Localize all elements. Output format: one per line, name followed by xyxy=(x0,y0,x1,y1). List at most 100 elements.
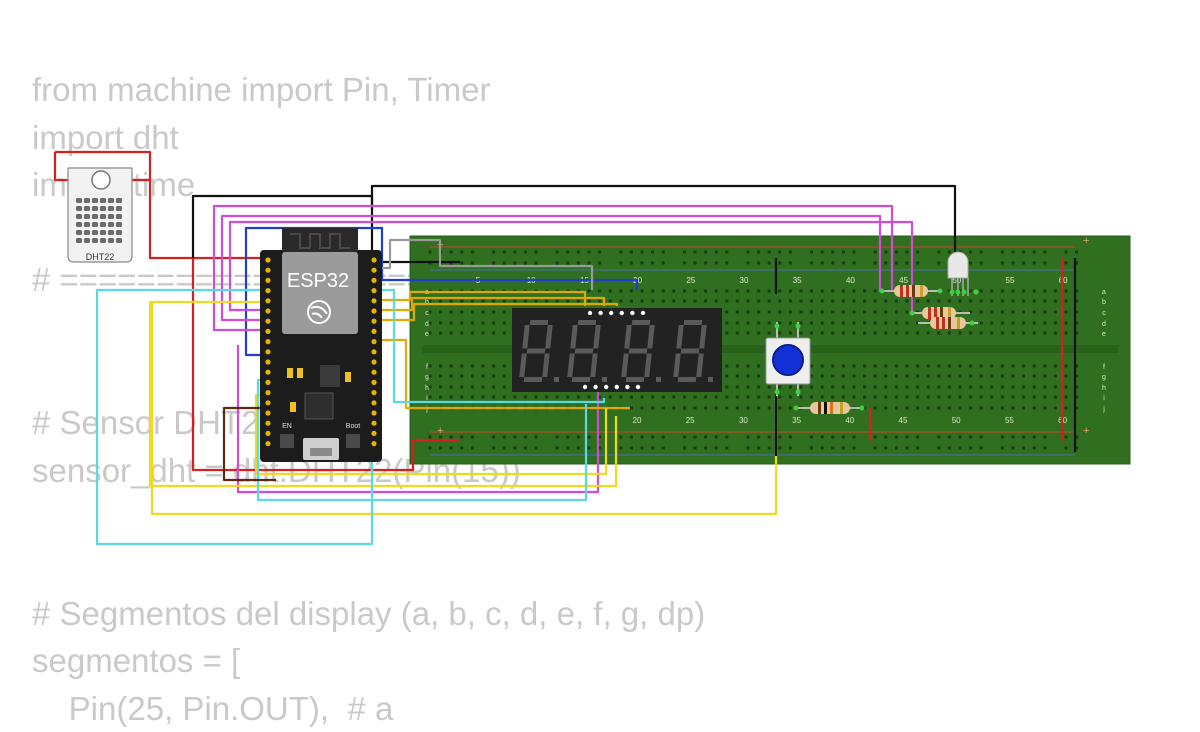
breadboard-hole xyxy=(651,299,655,303)
breadboard-hole xyxy=(810,289,814,293)
breadboard-hole xyxy=(852,385,856,389)
breadboard-hole xyxy=(682,289,686,293)
breadboard-hole xyxy=(799,331,803,335)
esp32-pin-left xyxy=(265,257,271,263)
breadboard-hole xyxy=(598,289,602,293)
breadboard-hole xyxy=(799,395,803,399)
vent-slot xyxy=(84,214,90,219)
boot-button[interactable] xyxy=(346,434,360,448)
wire-blue-1[interactable] xyxy=(244,226,639,357)
button-cap[interactable] xyxy=(772,344,804,376)
breadboard-hole xyxy=(1000,406,1004,410)
breadboard-hole xyxy=(1043,364,1047,368)
wire-gold-3[interactable] xyxy=(378,302,619,322)
wire-gold-1[interactable] xyxy=(378,290,587,306)
breadboard-hole xyxy=(979,310,983,314)
rail-hole xyxy=(682,261,686,265)
segment xyxy=(577,320,597,325)
rail-hole xyxy=(682,435,686,439)
segment xyxy=(522,325,530,349)
push-button[interactable] xyxy=(765,322,811,396)
row-letter: d xyxy=(1102,321,1106,328)
rail-hole xyxy=(1022,261,1026,265)
rail-hole xyxy=(449,446,453,450)
breadboard-hole xyxy=(841,331,845,335)
breadboard-hole xyxy=(1064,406,1068,410)
wire-gold-4[interactable] xyxy=(378,338,630,410)
breadboard-hole xyxy=(831,374,835,378)
rail-hole xyxy=(757,261,761,265)
rail-hole xyxy=(576,250,580,254)
wire-black-dht-frame[interactable] xyxy=(53,150,152,182)
breadboard-hole xyxy=(873,321,877,325)
vent-slot xyxy=(84,198,90,203)
rail-hole xyxy=(831,446,835,450)
breadboard-hole xyxy=(926,406,930,410)
esp32-board[interactable]: ESP32 Boot EN xyxy=(260,228,382,462)
breadboard-hole xyxy=(470,374,474,378)
breadboard-hole xyxy=(799,299,803,303)
wire-cyan-2[interactable] xyxy=(378,288,606,404)
wire-red-gnd-loop[interactable] xyxy=(191,258,460,472)
en-label: EN xyxy=(282,423,292,430)
esp32-pin-left xyxy=(265,308,271,314)
segment xyxy=(545,325,553,349)
breadboard-hole xyxy=(820,374,824,378)
rail-hole xyxy=(513,446,517,450)
wire-magenta-1[interactable] xyxy=(212,204,894,332)
rail-hole xyxy=(852,261,856,265)
wire-red-dht-power[interactable] xyxy=(148,178,268,260)
rail-hole xyxy=(778,446,782,450)
segment xyxy=(523,377,543,382)
breadboard-hole xyxy=(1064,289,1068,293)
breadboard-hole xyxy=(990,321,994,325)
breadboard-hole xyxy=(460,364,464,368)
breadboard-hole xyxy=(735,331,739,335)
breadboard-hole xyxy=(502,310,506,314)
breadboard-hole xyxy=(1011,321,1015,325)
en-button[interactable] xyxy=(280,434,294,448)
wire-gold-2[interactable] xyxy=(378,296,606,312)
wire-black-top-long[interactable] xyxy=(370,184,957,262)
row-letter: c xyxy=(1102,310,1106,317)
rail-hole xyxy=(810,435,814,439)
breadboard-hole xyxy=(958,395,962,399)
rail-hole xyxy=(820,435,824,439)
breadboard-hole xyxy=(661,289,665,293)
breadboard-hole xyxy=(1011,374,1015,378)
rail-hole xyxy=(651,261,655,265)
breadboard-hole xyxy=(640,289,644,293)
rail-hole xyxy=(587,250,591,254)
breadboard-hole xyxy=(746,374,750,378)
display-pin-bottom xyxy=(635,384,641,390)
breadboard-hole xyxy=(693,406,697,410)
breadboard-hole xyxy=(629,406,633,410)
wire-black-top-left[interactable] xyxy=(191,194,374,264)
wire-yellow-bottom-1[interactable] xyxy=(148,300,618,488)
wire-magenta-3[interactable] xyxy=(228,220,914,312)
vent-slot xyxy=(116,238,122,243)
esp32-pin-left xyxy=(265,420,271,426)
wire-gray-1[interactable] xyxy=(380,238,594,290)
segment-dp xyxy=(656,377,661,382)
breadboard-hole xyxy=(990,310,994,314)
breadboard-hole xyxy=(746,364,750,368)
breadboard-hole xyxy=(428,310,432,314)
breadboard-hole xyxy=(460,310,464,314)
breadboard-hole xyxy=(619,289,623,293)
wire-brown-1[interactable] xyxy=(222,406,276,482)
breadboard-hole xyxy=(884,406,888,410)
breadboard-hole xyxy=(470,395,474,399)
breadboard-hole xyxy=(460,395,464,399)
breadboard-hole xyxy=(449,321,453,325)
row-letter: j xyxy=(425,406,428,413)
breadboard-hole xyxy=(470,364,474,368)
breadboard-hole xyxy=(799,385,803,389)
breadboard-hole xyxy=(926,364,930,368)
wire-magenta-2[interactable] xyxy=(220,214,882,322)
esp32-pin-right xyxy=(371,277,377,283)
breadboard-hole xyxy=(704,299,708,303)
dht22-sensor[interactable]: DHT22 xyxy=(67,167,133,263)
breadboard-hole xyxy=(873,310,877,314)
rail-hole xyxy=(629,435,633,439)
